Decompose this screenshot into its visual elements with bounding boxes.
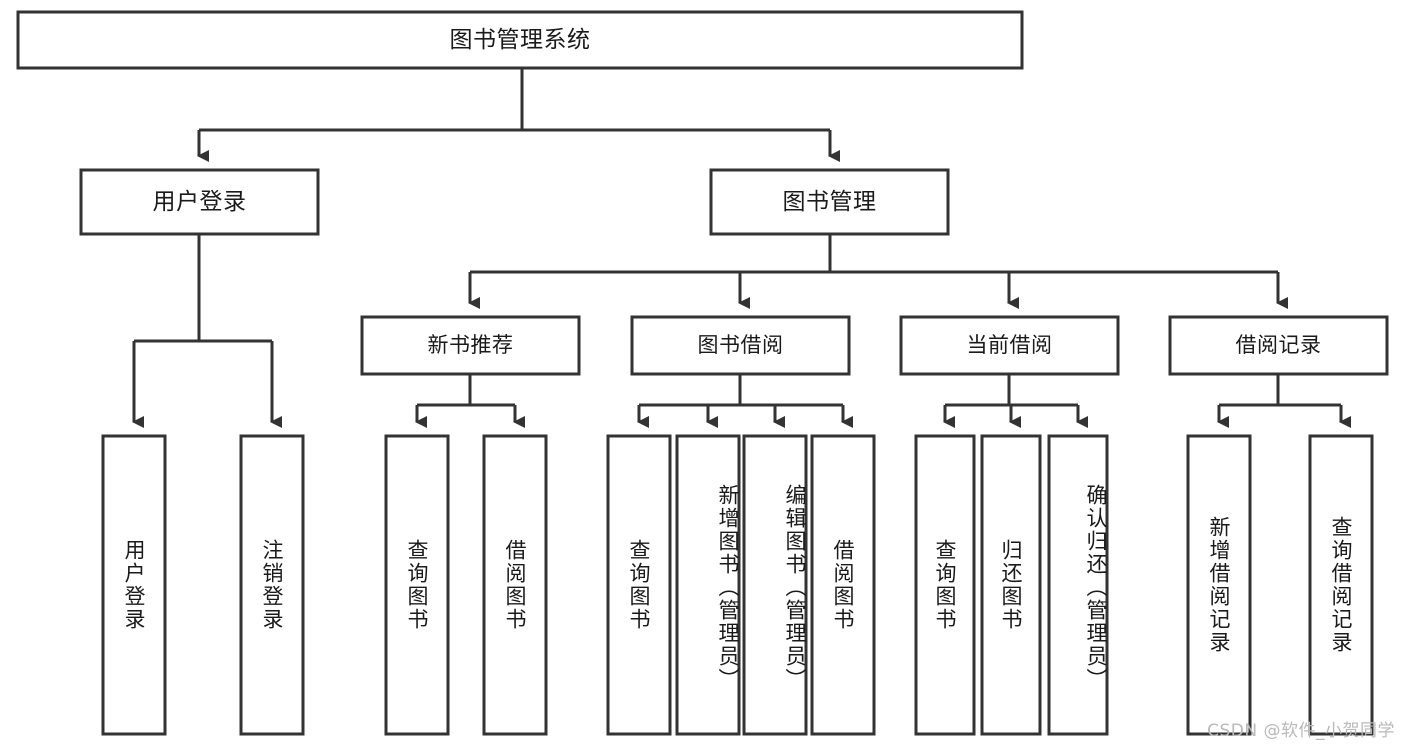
node-box-leaf-add-record[interactable]	[1186, 434, 1252, 736]
node-box-leaf-confirm-return[interactable]	[1047, 434, 1109, 736]
node-box-leaf-query-record[interactable]	[1308, 434, 1374, 736]
node-box-leaf-return-book[interactable]	[980, 434, 1042, 736]
node-box-leaf-query-book-1[interactable]	[384, 434, 450, 736]
node-box-leaf-user-login[interactable]	[101, 434, 167, 736]
node-box-leaf-edit-book[interactable]	[742, 434, 808, 736]
node-box-current-borrow[interactable]	[899, 315, 1120, 376]
node-box-borrow-record[interactable]	[1168, 315, 1389, 376]
node-box-user-login[interactable]	[79, 168, 320, 236]
node-box-leaf-borrow-book-2[interactable]	[810, 434, 876, 736]
node-box-leaf-query-book-3[interactable]	[914, 434, 976, 736]
node-box-new-book-rec[interactable]	[360, 315, 581, 376]
node-box-leaf-borrow-book-1[interactable]	[482, 434, 548, 736]
node-box-leaf-query-book-2[interactable]	[606, 434, 672, 736]
node-box-leaf-user-logout[interactable]	[239, 434, 305, 736]
node-box-book-manage[interactable]	[709, 168, 950, 236]
node-box-leaf-add-book[interactable]	[675, 434, 741, 736]
node-box-root[interactable]	[16, 10, 1024, 70]
node-box-book-borrow[interactable]	[630, 315, 851, 376]
csdn-watermark: CSDN @软件_小贺同学	[1207, 721, 1395, 741]
